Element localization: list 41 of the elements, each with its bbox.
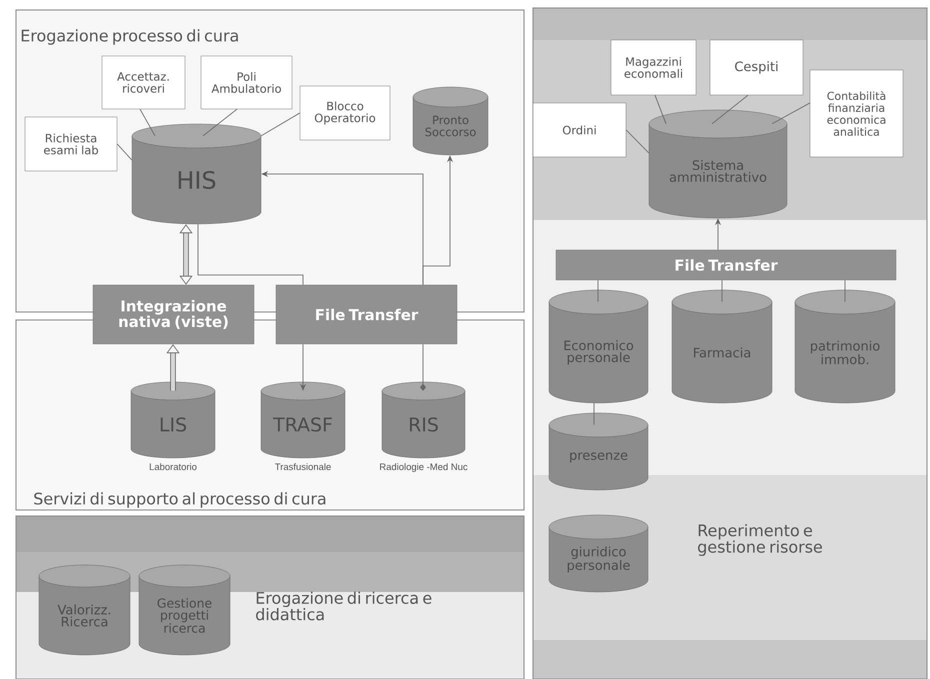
database-cylinder: presenze: [548, 412, 648, 490]
database-cylinder: Gestione progetti ricerca: [138, 564, 230, 656]
database-cylinder: RIS: [382, 382, 466, 458]
section-heading: Erogazione di ricerca e didattica: [256, 592, 432, 620]
label-box: Ordini: [532, 102, 626, 158]
leader-line: [116, 144, 132, 160]
transfer-box: Integrazione nativa (viste): [92, 284, 254, 344]
database-cylinder: Economico personale: [548, 290, 648, 404]
section-heading: Erogazione processo di cura: [22, 29, 238, 45]
database-cylinder: TRASF: [260, 382, 346, 458]
connector-line: [844, 280, 846, 302]
connector-line: [198, 224, 304, 286]
leader-line: [772, 102, 810, 124]
database-cylinder: giuridico personale: [548, 514, 648, 592]
database-cylinder: Sistema amministrativo: [648, 110, 788, 218]
database-cylinder: patrimonio immob.: [794, 290, 896, 404]
arrow: [420, 344, 426, 391]
section-heading: Servizi di supporto al processo di cura: [34, 492, 326, 508]
leader-line: [654, 94, 666, 124]
database-cylinder: HIS: [132, 124, 262, 224]
database-cylinder: Valorizz. Ricerca: [38, 564, 130, 656]
database-cylinder: LIS: [130, 382, 216, 458]
section-heading: Reperimento e gestione risorse: [698, 524, 822, 556]
cylinder-caption: Laboratorio: [150, 463, 197, 470]
label-box: Magazzini economali: [610, 40, 696, 96]
cylinder-caption: Trasfusionale: [275, 463, 331, 470]
arrow: [179, 224, 193, 285]
database-cylinder: Farmacia: [672, 290, 772, 404]
cylinder-caption: Radiologie -Med Nuc: [380, 463, 468, 472]
leader-line: [712, 94, 748, 124]
label-box: Cespiti: [710, 40, 804, 96]
leader-line: [626, 130, 650, 154]
label-box: Poli Ambulatorio: [200, 56, 292, 110]
transfer-box: File Transfer: [556, 250, 896, 280]
transfer-box: File Transfer: [276, 284, 458, 344]
label-box: Richiesta esami lab: [24, 116, 118, 172]
leader-line: [140, 108, 156, 136]
label-box: Contabilità finanziaria economica analitica: [810, 70, 904, 158]
label-box: Accettaz. ricoveri: [102, 56, 186, 110]
database-cylinder: Pronto Soccorso: [412, 86, 488, 156]
label-box: Blocco Operatorio: [300, 86, 390, 140]
